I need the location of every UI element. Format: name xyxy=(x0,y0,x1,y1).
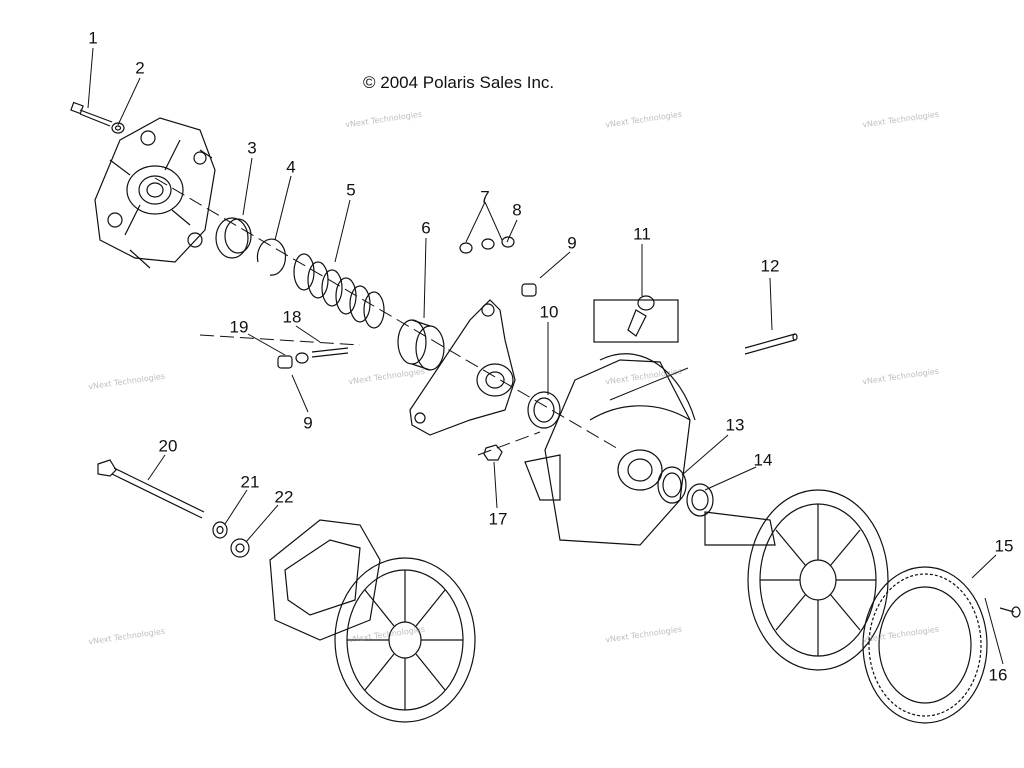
bolt-1 xyxy=(70,101,113,127)
cam-6 xyxy=(397,319,445,371)
callout-20: 20 xyxy=(158,436,178,456)
leader-lines xyxy=(87,47,1004,665)
washers-7-8 xyxy=(459,236,515,254)
callout-12: 12 xyxy=(760,256,780,276)
clutch-cover xyxy=(94,117,216,269)
screw-16 xyxy=(999,606,1021,618)
bolt-20 xyxy=(97,459,205,519)
callout-18: 18 xyxy=(282,307,302,327)
callout-15: 15 xyxy=(994,536,1014,556)
roller-19 xyxy=(277,352,309,369)
assembly-axis xyxy=(154,177,621,456)
roller-9 xyxy=(521,283,537,297)
bushing-3 xyxy=(215,217,252,259)
callout-5: 5 xyxy=(346,180,356,200)
spring-5 xyxy=(293,253,385,329)
callout-3: 3 xyxy=(247,138,257,158)
bracket-11 xyxy=(593,295,679,343)
fixed-sheave xyxy=(704,489,889,671)
ring-gear-15 xyxy=(862,566,988,724)
callout-16: 16 xyxy=(988,665,1008,685)
rings-13-14 xyxy=(657,466,714,517)
callout-17: 17 xyxy=(488,509,508,529)
nut-22 xyxy=(230,538,250,558)
callout-6: 6 xyxy=(421,218,431,238)
copyright-notice: © 2004 Polaris Sales Inc. xyxy=(363,73,555,92)
callout-7: 7 xyxy=(480,187,490,207)
callout-13: 13 xyxy=(725,415,745,435)
callout-11: 11 xyxy=(633,224,651,244)
snap-ring-4 xyxy=(256,238,287,276)
drive-clutch xyxy=(269,519,476,723)
washer-21 xyxy=(212,521,228,539)
callout-2: 2 xyxy=(135,58,145,78)
washer-10 xyxy=(527,391,561,429)
callout-9-lower: 9 xyxy=(303,413,313,433)
callout-22: 22 xyxy=(274,487,294,507)
callout-19: 19 xyxy=(229,317,249,337)
callout-4: 4 xyxy=(286,157,296,177)
callout-21: 21 xyxy=(240,472,260,492)
callout-8: 8 xyxy=(512,200,522,220)
callout-1: 1 xyxy=(88,28,98,48)
callout-14: 14 xyxy=(753,450,773,470)
spider-arm xyxy=(409,299,516,436)
pin-12 xyxy=(744,333,798,355)
pin-18 xyxy=(311,347,349,358)
nut-17 xyxy=(483,444,503,461)
callout-9-upper: 9 xyxy=(567,233,577,253)
washer-2 xyxy=(111,122,125,134)
callout-10: 10 xyxy=(539,302,559,322)
